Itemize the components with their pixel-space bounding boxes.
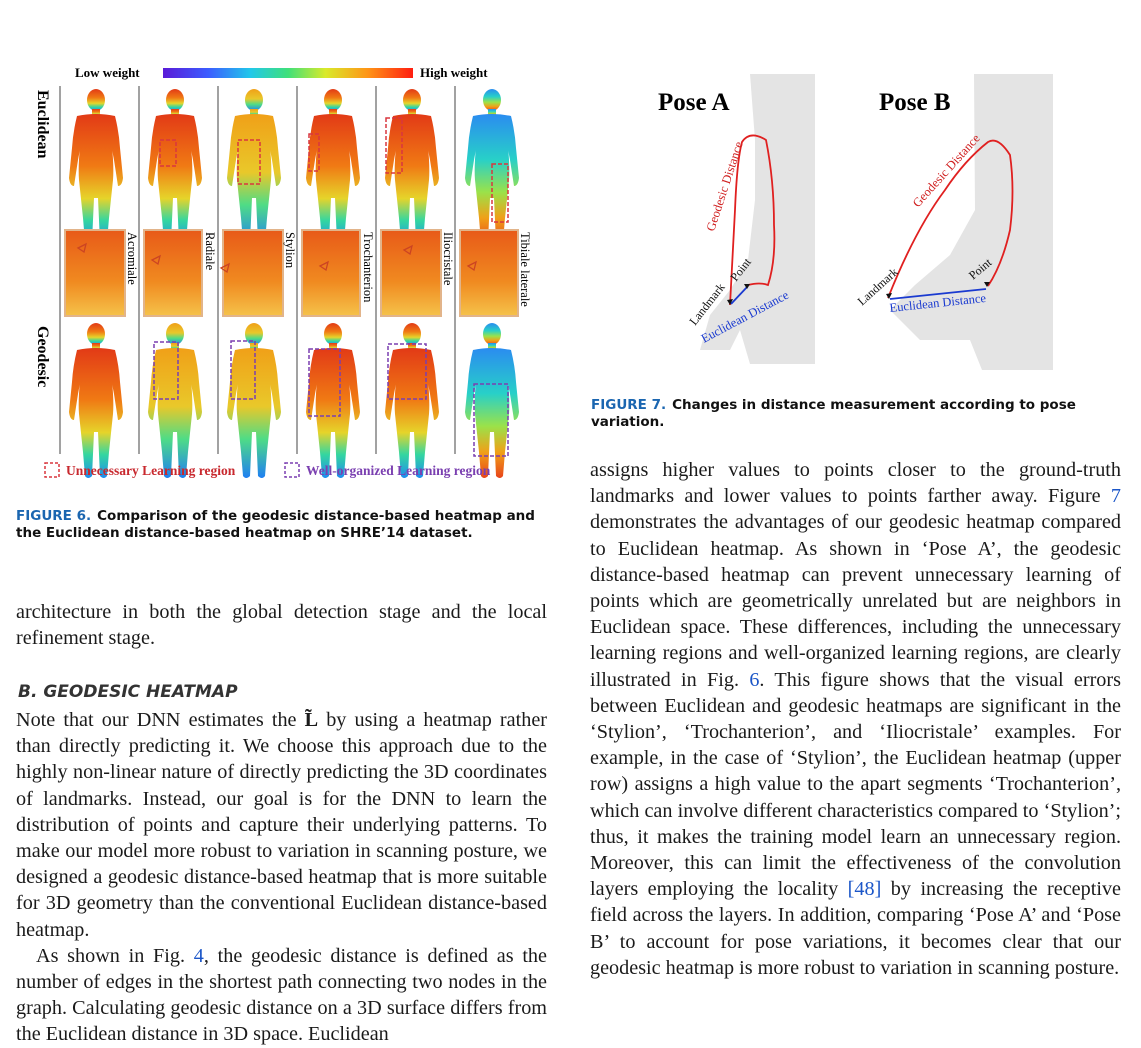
figure-7-graphic: Pose A Pose B Geodesic Distance Euclidea… [658, 74, 1053, 370]
paragraph-note: Note that our DNN estimates the L̃ by us… [16, 707, 547, 943]
figure-7-caption-text: Changes in distance measurement accordin… [591, 397, 1076, 430]
pose-a-geodesic-path [729, 134, 776, 306]
landmark-label-stylion: Stylion [283, 232, 297, 269]
right-column-body: assigns higher values to points closer t… [590, 457, 1121, 981]
figure-7: Pose A Pose B Geodesic Distance Euclidea… [590, 60, 1125, 380]
pose-a-silhouette [700, 74, 815, 364]
symbol-l-tilde: L̃ [304, 709, 319, 731]
landmark-label-trochanterion: Trochanterion [361, 232, 375, 303]
closeup-stylion [222, 229, 284, 317]
closeup-tibiale-laterale [459, 229, 519, 317]
section-heading: B. GEODESIC HEATMAP [18, 682, 238, 702]
body-euclidean-stylion [227, 89, 281, 244]
body-euclidean-trochanterion [306, 89, 360, 244]
body-euclidean-acromiale [69, 89, 123, 244]
reference-48-link[interactable]: [48] [847, 878, 882, 901]
landmark-markers [76, 242, 477, 274]
closeup-radiale [143, 229, 203, 317]
closeup-acromiale [64, 229, 126, 317]
pose-b-title: Pose B [879, 89, 951, 116]
paragraph-def-text-a: As shown in Fig. [36, 944, 194, 967]
figure-7-caption-label: FIGURE 7. [591, 397, 667, 413]
key-wellorganized-swatch [284, 462, 300, 478]
euclidean-row [69, 89, 519, 244]
paragraph-note-text-a: Note that our DNN estimates the [16, 709, 305, 731]
pose-a-geodesic-label: Geodesic Distance [704, 139, 746, 233]
pose-a-markers [727, 284, 750, 305]
weight-colorbar [163, 68, 413, 78]
closeup-row [64, 229, 519, 317]
unnecessary-region-boxes [159, 117, 509, 223]
row-label-euclidean: Euclidean [34, 90, 51, 159]
body-geodesic-stylion [227, 323, 281, 478]
paragraph-note-text-b: by using a heatmap rather than directly … [16, 709, 547, 941]
legend-high-label: High weight [420, 65, 488, 80]
figure-6-caption: FIGURE 6.Comparison of the geodesic dist… [16, 508, 546, 542]
closeup-iliocristale [380, 229, 442, 317]
wellorganized-region-boxes [153, 340, 509, 457]
pose-b-geodesic-label: Geodesic Distance [910, 131, 983, 210]
pose-a-euclidean-line [730, 285, 749, 305]
right-text-c: . This figure shows that the visual erro… [590, 668, 1121, 901]
right-text-b: demonstrates the advantages of our geode… [590, 511, 1121, 691]
left-column-top: architecture in both the global detectio… [16, 599, 547, 651]
paragraph-geodesic-definition: As shown in Fig. 4, the geodesic distanc… [16, 943, 547, 1048]
figure-6-graphic: Low weight High weight Euclidean Geodesi… [34, 65, 532, 478]
figure-4-link[interactable]: 4 [193, 944, 204, 967]
pose-b-geodesic-path [887, 139, 1014, 299]
landmark-label-tibiale-laterale: Tibiale laterale [518, 232, 532, 307]
key-unnecessary-label: Unnecessary Learning region [66, 463, 236, 478]
paragraph-heatmap-advantages: assigns higher values to points closer t… [590, 457, 1121, 981]
pose-b-euclidean-line [889, 288, 987, 300]
landmark-label-iliocristale: Iliocristale [441, 232, 455, 286]
closeup-trochanterion [301, 229, 361, 317]
body-geodesic-radiale [148, 323, 202, 478]
row-label-geodesic: Geodesic [34, 326, 51, 387]
paragraph-architecture: architecture in both the global detectio… [16, 601, 547, 650]
key-unnecessary-swatch [44, 462, 60, 478]
legend-low-label: Low weight [75, 65, 140, 80]
body-geodesic-acromiale [69, 323, 123, 478]
body-euclidean-iliocristale [385, 89, 439, 244]
body-geodesic-trochanterion [306, 323, 360, 478]
left-column-body: Note that our DNN estimates the L̃ by us… [16, 707, 547, 1048]
landmark-label-radiale: Radiale [203, 232, 217, 271]
figure-7-link[interactable]: 7 [1110, 485, 1121, 508]
landmark-label-acromiale: Acromiale [125, 232, 139, 285]
key-wellorganized-label: Well-organized Learning region [306, 463, 491, 478]
landmark-labels: Acromiale Radiale Stylion Trochanterion … [125, 232, 532, 307]
geodesic-row [69, 323, 519, 478]
right-text-a: assigns higher values to points closer t… [590, 459, 1121, 508]
figure-7-caption: FIGURE 7.Changes in distance measurement… [591, 397, 1126, 431]
figure-6-link[interactable]: 6 [749, 668, 760, 691]
figure-6: Low weight High weight Euclidean Geodesi… [14, 60, 544, 482]
figure-6-caption-text: Comparison of the geodesic distance-base… [16, 508, 535, 541]
right-text-d: by increasing the receptive field across… [590, 878, 1121, 979]
body-geodesic-iliocristale [385, 323, 439, 478]
figure-6-caption-label: FIGURE 6. [16, 508, 92, 524]
pose-a-title: Pose A [658, 89, 730, 116]
body-geodesic-tibiale-laterale [465, 323, 519, 478]
pose-b-silhouette [890, 74, 1053, 370]
column-separators [59, 86, 456, 454]
